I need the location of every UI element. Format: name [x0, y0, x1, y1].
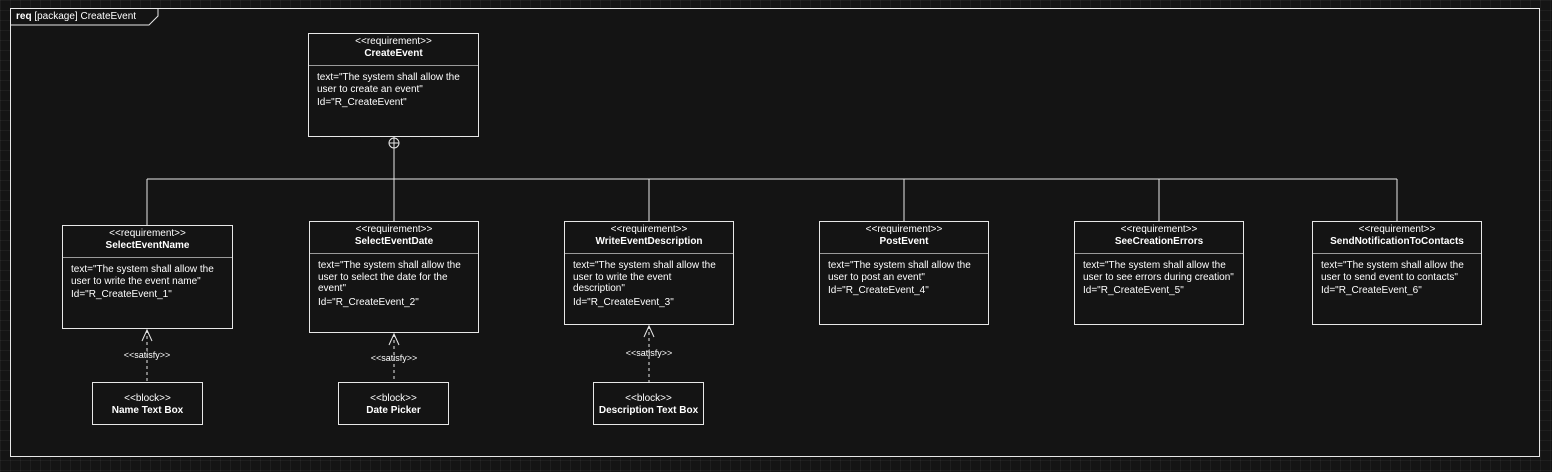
block-description-text-box[interactable]: <<block>> Description Text Box: [593, 382, 704, 425]
requirement-name: PostEvent: [879, 236, 929, 247]
requirement-id: Id="R_CreateEvent_4": [828, 285, 929, 296]
requirement-write-event-description[interactable]: <<requirement>> WriteEventDescription te…: [564, 221, 734, 325]
stereotype-label: <<requirement>>: [355, 36, 432, 47]
stereotype-label: <<requirement>>: [109, 228, 186, 239]
requirement-send-notification-to-contacts[interactable]: <<requirement>> SendNotificationToContac…: [1312, 221, 1482, 325]
frame-tab-outline: [10, 8, 159, 26]
requirement-text: text="The system shall allow the user to…: [573, 260, 716, 294]
requirement-id: Id="R_CreateEvent_3": [573, 296, 674, 308]
satisfy-label-2: <<satisfy>>: [370, 353, 418, 363]
requirement-id: Id="R_CreateEvent_1": [71, 289, 172, 300]
stereotype-label: <<requirement>>: [1120, 224, 1198, 235]
requirement-name: SelectEventDate: [354, 236, 434, 247]
stereotype-label: <<block>>: [625, 393, 672, 404]
stereotype-label: <<requirement>>: [355, 224, 433, 235]
requirement-name: SelectEventName: [105, 240, 190, 251]
block-name: Name Text Box: [111, 405, 184, 416]
requirement-id: Id="R_CreateEvent_5": [1083, 285, 1184, 296]
satisfy-arrow-1-icon: [141, 328, 153, 342]
frame-title: req [package] CreateEvent: [16, 11, 136, 22]
requirement-id: Id="R_CreateEvent_2": [318, 296, 419, 308]
requirement-text: text="The system shall allow the user to…: [318, 260, 461, 294]
requirement-text: text="The system shall allow the user to…: [828, 260, 971, 283]
requirement-text: text="The system shall allow the user to…: [1083, 260, 1234, 283]
frame-name: [package] CreateEvent: [34, 11, 137, 22]
stereotype-label: <<requirement>>: [865, 224, 943, 235]
requirement-see-creation-errors[interactable]: <<requirement>> SeeCreationErrors text="…: [1074, 221, 1244, 325]
satisfy-label-1: <<satisfy>>: [123, 350, 171, 360]
requirement-text: text="The system shall allow the user to…: [317, 72, 460, 95]
satisfy-arrow-2-icon: [388, 332, 400, 346]
stereotype-label: <<requirement>>: [610, 224, 688, 235]
requirement-name: WriteEventDescription: [595, 236, 703, 247]
requirement-text: text="The system shall allow the user to…: [71, 264, 214, 287]
requirement-select-event-name[interactable]: <<requirement>> SelectEventName text="Th…: [62, 225, 233, 329]
stereotype-label: <<block>>: [124, 393, 171, 404]
requirement-text: text="The system shall allow the user to…: [1321, 260, 1464, 283]
requirement-name: SendNotificationToContacts: [1330, 236, 1464, 247]
stereotype-label: <<block>>: [370, 393, 417, 404]
requirement-id: Id="R_CreateEvent_6": [1321, 285, 1422, 296]
stereotype-label: <<requirement>>: [1358, 224, 1436, 235]
requirement-create-event[interactable]: <<requirement>> CreateEvent text="The sy…: [308, 33, 479, 137]
requirement-name: SeeCreationErrors: [1114, 236, 1204, 247]
frame-tab: req [package] CreateEvent: [10, 8, 159, 26]
requirement-id: Id="R_CreateEvent": [317, 97, 407, 108]
block-name-text-box[interactable]: <<block>> Name Text Box: [92, 382, 203, 425]
requirement-name: CreateEvent: [364, 48, 423, 59]
package-frame: [10, 8, 1540, 457]
requirement-post-event[interactable]: <<requirement>> PostEvent text="The syst…: [819, 221, 989, 325]
satisfy-arrow-3-icon: [643, 324, 655, 338]
block-name: Date Picker: [366, 405, 421, 416]
block-name: Description Text Box: [598, 405, 699, 416]
satisfy-label-3: <<satisfy>>: [625, 348, 673, 358]
block-date-picker[interactable]: <<block>> Date Picker: [338, 382, 449, 425]
frame-kind: req: [16, 11, 32, 22]
requirement-select-event-date[interactable]: <<requirement>> SelectEventDate text="Th…: [309, 221, 479, 333]
